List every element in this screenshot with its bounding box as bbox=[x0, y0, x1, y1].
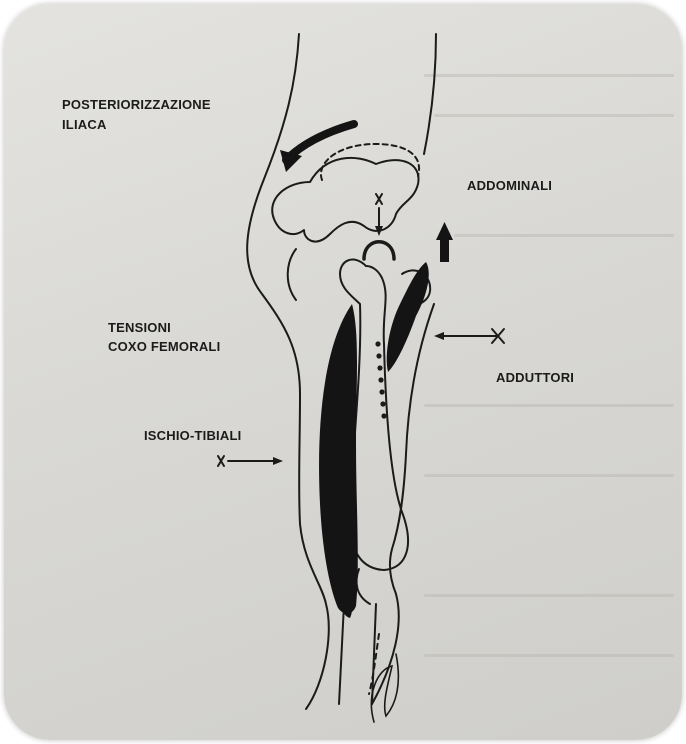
ischium-curve bbox=[288, 249, 296, 300]
patella-shape bbox=[357, 569, 370, 604]
x-arrow-head bbox=[273, 457, 283, 465]
label-coxofemoral-tensions-line1: TENSIONI bbox=[108, 319, 171, 337]
adductor-muscle bbox=[387, 262, 429, 372]
x-arrow-head bbox=[434, 332, 444, 340]
book-page-photo: POSTERIORIZZAZIONE ILIACA ADDOMINALI TEN… bbox=[4, 4, 682, 740]
x-arrow-icon bbox=[218, 456, 278, 466]
acetabulum-arc bbox=[364, 242, 394, 259]
anatomy-figure bbox=[4, 4, 682, 740]
label-abdominals: ADDOMINALI bbox=[467, 177, 552, 195]
label-iliac-posteriorization-line1: POSTERIORIZZAZIONE bbox=[62, 96, 211, 114]
x-arrow-icon bbox=[439, 329, 504, 343]
x-arrow-icon bbox=[376, 194, 382, 230]
pelvis-bone bbox=[272, 158, 418, 242]
hamstring-muscle bbox=[319, 304, 358, 614]
up-arrow-head bbox=[436, 222, 453, 240]
label-hamstrings: ISCHIO-TIBIALI bbox=[144, 427, 241, 445]
label-coxofemoral-tensions-line2: COXO FEMORALI bbox=[108, 338, 220, 356]
label-iliac-posteriorization-line2: ILIACA bbox=[62, 116, 107, 134]
label-adductors: ADDUTTORI bbox=[496, 369, 574, 387]
body-outline-front bbox=[424, 34, 436, 154]
